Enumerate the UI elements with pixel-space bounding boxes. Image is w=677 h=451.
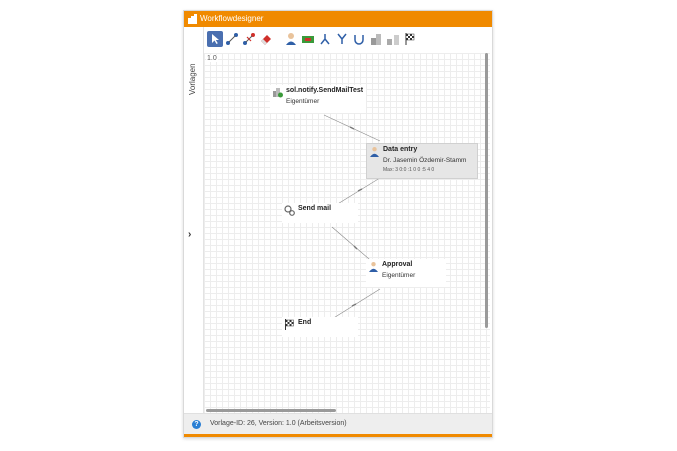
user-icon [369,262,378,272]
subworkflow-node-icon[interactable] [385,31,401,47]
node-title: sol.notify.SendMailTest [286,87,364,94]
help-icon[interactable]: ? [192,420,201,429]
status-text: Vorlage-ID: 26, Version: 1.0 (Arbeitsver… [210,420,347,427]
status-bar: ? Vorlage-ID: 26, Version: 1.0 (Arbeitsv… [184,413,492,434]
templates-panel-label: Vorlagen [188,63,197,95]
node-title: Approval [382,261,413,268]
node-data-entry[interactable]: Data entry Dr. Jasemin Özdemir-Stamm Max… [366,143,478,179]
script-node-icon[interactable] [368,31,384,47]
disconnect-tool-icon[interactable] [241,31,257,47]
chevron-right-icon[interactable]: › [188,229,192,240]
user-icon [370,147,379,157]
horizontal-scrollbar[interactable] [206,409,336,412]
node-approval[interactable]: Approval Eigentümer [366,259,446,287]
node-deadline: Max: 3 0:0 :1 0 0 :5 4 0 [383,167,435,173]
node-end[interactable]: End [282,317,358,337]
node-owner: Eigentümer [382,272,416,279]
form-node-icon[interactable] [300,31,316,47]
eraser-tool-icon[interactable] [258,31,274,47]
node-title: Data entry [383,146,418,153]
bottom-accent-bar [184,434,492,437]
templates-side-panel[interactable]: Vorlagen › [184,27,204,419]
workflow-designer-window: Workflowdesigner Vorlagen › [183,10,493,438]
vertical-scrollbar[interactable] [485,53,488,328]
node-sendmailtest[interactable]: sol.notify.SendMailTest Eigentümer [270,85,366,113]
canvas-version-label: 1.0 [206,55,218,62]
node-send-mail[interactable]: Send mail [282,203,358,223]
title-bar: Workflowdesigner [184,11,492,27]
node-owner: Eigentümer [286,98,320,105]
gears-icon [284,205,295,216]
end-flag-icon [285,319,294,330]
app-icon [188,14,197,24]
loop-node-icon[interactable] [351,31,367,47]
split-node-icon[interactable] [317,31,333,47]
node-assignee: Dr. Jasemin Özdemir-Stamm [383,157,467,164]
merge-node-icon[interactable] [334,31,350,47]
workflow-canvas[interactable]: 1.0 sol.notify.SendMailTest Eigentümer D… [204,53,490,413]
select-tool-icon[interactable] [207,31,223,47]
script-node-icon [273,88,283,98]
node-title: Send mail [298,205,332,212]
user-node-icon[interactable] [283,31,299,47]
window-title: Workflowdesigner [200,14,264,23]
end-flag-icon[interactable] [402,31,418,47]
connect-tool-icon[interactable] [224,31,240,47]
node-title: End [298,319,312,326]
